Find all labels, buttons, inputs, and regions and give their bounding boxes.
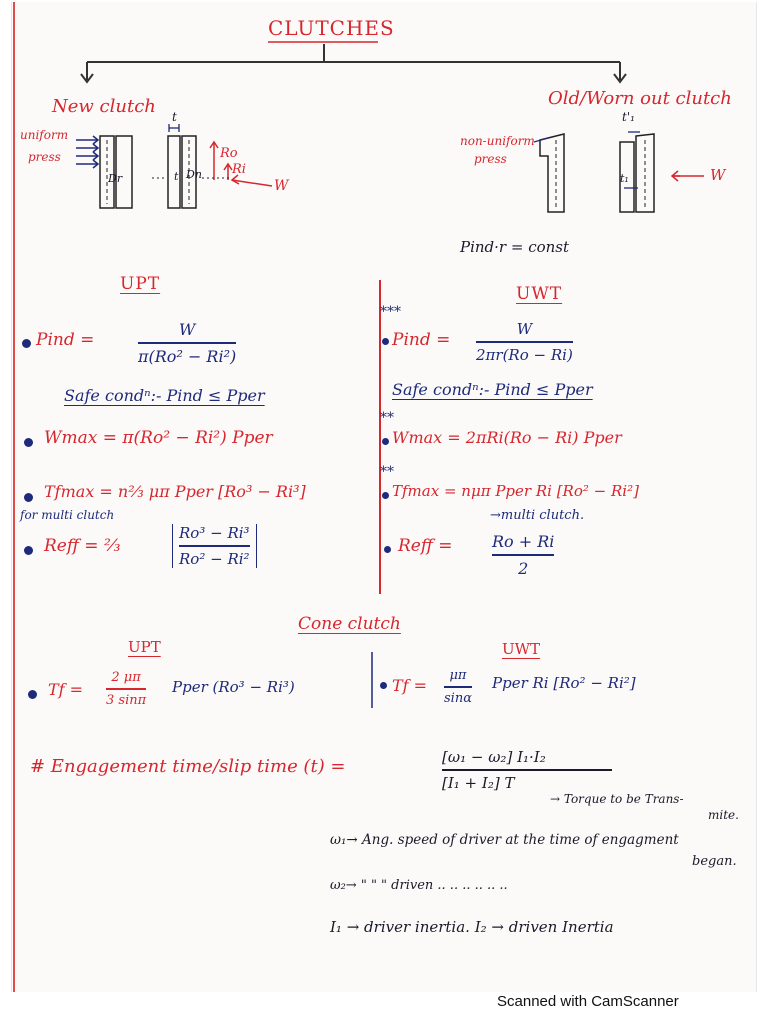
uwt-pind-den: 2πr(Ro − Ri) <box>476 345 573 364</box>
branch-new-clutch: New clutch <box>52 96 156 117</box>
cone-heading: Cone clutch <box>298 614 401 634</box>
label-t-top: t <box>172 110 177 124</box>
margin-line <box>13 2 15 992</box>
omega2-definition: ω₂→ " " " driven .. .. .. .. .. .. <box>330 878 508 893</box>
cone-uwt-tf-label: Tf = <box>392 676 428 695</box>
nonuniform-press-label: press <box>474 152 507 166</box>
cone-uwt-heading: UWT <box>502 640 541 658</box>
bullet <box>28 690 37 699</box>
fraction-bar <box>492 554 555 556</box>
omega1-definition: ω₁→ Ang. speed of driver at the time of … <box>330 832 679 848</box>
uwt-stars-3: ** <box>380 464 394 480</box>
const-relation: Pind·r = const <box>460 238 570 256</box>
title-tree-lines <box>80 41 627 84</box>
upt-reff-den: Ro² − Ri² <box>179 549 250 568</box>
cone-uwt-tf-fraction: μπ sinα <box>444 668 472 706</box>
cone-upt-tf-den: 3 sinπ <box>106 692 147 708</box>
fraction-bar <box>106 688 147 690</box>
cone-uwt-tf-den: sinα <box>444 690 472 706</box>
bullet <box>384 546 391 553</box>
fraction-bar <box>442 769 612 771</box>
upt-pind-den: π(Ro² − Ri²) <box>138 346 237 366</box>
engagement-num: [ω₁ − ω₂] I₁·I₂ <box>442 748 546 766</box>
bullet <box>382 438 389 445</box>
branch-old-clutch: Old/Worn out clutch <box>548 88 732 109</box>
bullet <box>382 492 389 499</box>
column-divider <box>379 280 381 594</box>
uniform-press-label: press <box>28 150 61 164</box>
label-t1: t₁ <box>620 172 629 185</box>
uniform-label: uniform <box>20 128 69 142</box>
uwt-reff-label: Reff = <box>398 536 453 556</box>
upt-pind-label: Pind = <box>36 330 95 350</box>
upt-multi-note: for multi clutch <box>20 508 115 522</box>
uwt-stars-1: *** <box>380 304 401 320</box>
torque-note-2: mite. <box>708 808 739 822</box>
cone-upt-tf-num: 2 μπ <box>111 670 141 685</box>
uwt-stars-2: ** <box>380 410 394 426</box>
upt-pind-fraction: W π(Ro² − Ri²) <box>138 320 237 366</box>
notebook-sheet: CLUTCHES New clutch Old/Worn out clutch … <box>11 2 757 992</box>
upt-tfmax: Tfmax = n⅔ μπ Pper [Ro³ − Ri³] <box>44 482 306 501</box>
label-ro: Ro <box>220 146 238 161</box>
bullet <box>24 438 33 447</box>
engagement-label: # Engagement time/slip time (t) = <box>30 756 346 777</box>
bullet <box>382 338 389 345</box>
uwt-pind-fraction: W 2πr(Ro − Ri) <box>476 320 573 364</box>
uwt-safe-condition: Safe condⁿ:- Pind ≤ Pper <box>392 380 593 399</box>
bullet <box>24 493 33 502</box>
fraction-bar <box>179 545 250 547</box>
uwt-multi-note: →multi clutch. <box>490 508 585 523</box>
upt-wmax: Wmax = π(Ro² − Ri²) Pper <box>44 428 273 448</box>
inertia-definition: I₁ → driver inertia. I₂ → driven Inertia <box>330 918 614 936</box>
uwt-reff-fraction: Ro + Ri 2 <box>492 532 555 578</box>
cone-upt-heading: UPT <box>128 638 161 656</box>
upt-reff-fraction: Ro³ − Ri³ Ro² − Ri² <box>172 524 257 568</box>
bullet <box>24 546 33 555</box>
bullet <box>380 682 387 689</box>
upt-pind-num: W <box>178 320 196 339</box>
uwt-pind-label: Pind = <box>392 330 451 350</box>
cone-uwt-tf-rest: Pper Ri [Ro² − Ri²] <box>492 674 636 692</box>
fraction-bar <box>476 341 573 343</box>
uwt-wmax: Wmax = 2πRi(Ro − Ri) Pper <box>392 428 622 447</box>
nonuniform-label: non-uniform <box>460 134 535 148</box>
label-dr: Dr <box>108 172 123 185</box>
uwt-reff-den: 2 <box>518 558 529 578</box>
uwt-tfmax: Tfmax = nμπ Pper Ri [Ro² − Ri²] <box>392 482 639 500</box>
upt-safe-condition: Safe condⁿ:- Pind ≤ Pper <box>64 386 265 405</box>
cone-upt-tf-label: Tf = <box>48 680 84 699</box>
page-title: CLUTCHES <box>268 16 395 40</box>
fraction-bar <box>444 686 472 688</box>
cone-upt-tf-rest: Pper (Ro³ − Ri³) <box>172 678 295 696</box>
upt-reff-num: Ro³ − Ri³ <box>179 524 250 542</box>
new-clutch-diagram <box>76 124 273 209</box>
fraction-bar <box>138 342 237 344</box>
cone-uwt-tf-num: μπ <box>449 668 467 683</box>
scanner-watermark: Scanned with CamScanner <box>497 993 679 1010</box>
label-ri: Ri <box>232 162 246 177</box>
upt-heading: UPT <box>120 274 161 294</box>
uwt-pind-num: W <box>516 320 533 338</box>
cone-upt-tf-fraction: 2 μπ 3 sinπ <box>106 670 147 708</box>
label-w-old: W <box>710 166 726 184</box>
omega1-definition-cont: began. <box>692 854 737 869</box>
bullet <box>22 339 31 348</box>
uwt-reff-num: Ro + Ri <box>492 532 555 551</box>
old-clutch-diagram <box>533 131 680 213</box>
engagement-fraction: [ω₁ − ω₂] I₁·I₂ [I₁ + I₂] T <box>442 748 612 792</box>
uwt-heading: UWT <box>516 284 563 304</box>
label-t-mid: t <box>174 170 179 183</box>
label-w-new: W <box>274 178 289 194</box>
torque-note-1: → Torque to be Trans- <box>550 792 684 806</box>
label-dn: Dn <box>186 168 202 181</box>
upt-reff-label: Reff = ⅔ <box>44 536 121 556</box>
label-tprime: t'₁ <box>622 110 635 124</box>
w-arrow-old <box>670 170 704 182</box>
cone-divider <box>371 652 373 708</box>
engagement-den: [I₁ + I₂] T <box>442 773 515 792</box>
